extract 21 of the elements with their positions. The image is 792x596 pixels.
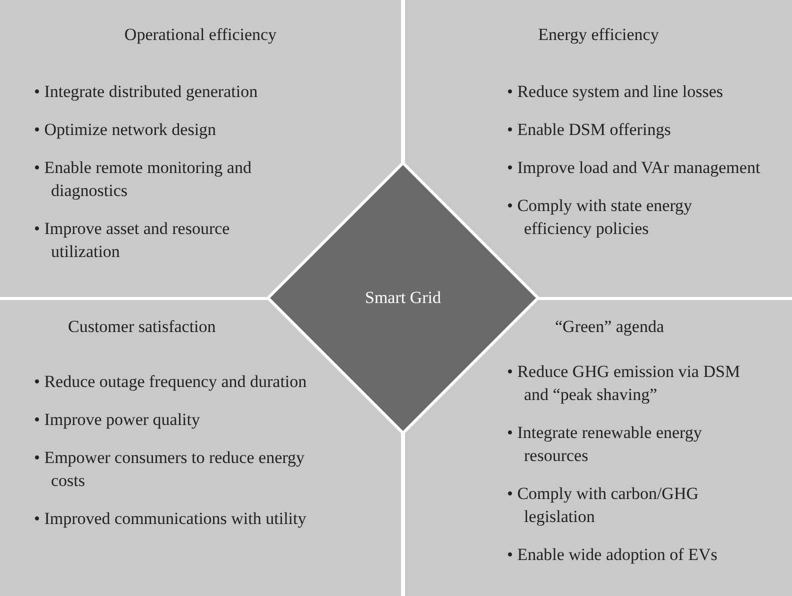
- quadrant-heading: Customer satisfaction: [68, 316, 216, 338]
- bullet-item: • Improved communications with utility: [34, 508, 308, 530]
- bullet-item: • Enable wide adoption of EVs: [507, 544, 718, 566]
- bullet-item: • Improve power quality: [34, 409, 201, 431]
- bullet-item: • Reduce system and line losses: [507, 81, 724, 103]
- bullet-item: • Comply with carbon/GHG legislation: [507, 483, 700, 528]
- bullet-item: • Improve load and VAr management: [507, 157, 762, 179]
- bullet-item: • Enable remote monitoring and diagnostics: [34, 157, 252, 202]
- bullet-item: • Enable DSM offerings: [507, 119, 672, 141]
- bullet-item: • Comply with state energy efficiency policies: [507, 195, 694, 240]
- bullet-item: • Optimize network design: [34, 119, 218, 141]
- diamond-label: Smart Grid: [364, 287, 442, 309]
- bullet-item: • Integrate renewable energy resources: [507, 422, 703, 467]
- quadrant-heading: Energy efficiency: [537, 24, 660, 46]
- bullet-item: • Reduce GHG emission via DSM and “peak shaving”: [507, 361, 742, 406]
- quadrant-heading: Operational efficiency: [123, 24, 278, 46]
- bullet-item: • Improve asset and resource utilization: [34, 218, 231, 263]
- quadrant-heading: “Green” agenda: [555, 316, 664, 338]
- bullet-item: • Integrate distributed generation: [34, 81, 259, 103]
- bullet-item: • Empower consumers to reduce energy costs: [34, 447, 306, 492]
- bullet-item: • Reduce outage frequency and duration: [34, 371, 308, 393]
